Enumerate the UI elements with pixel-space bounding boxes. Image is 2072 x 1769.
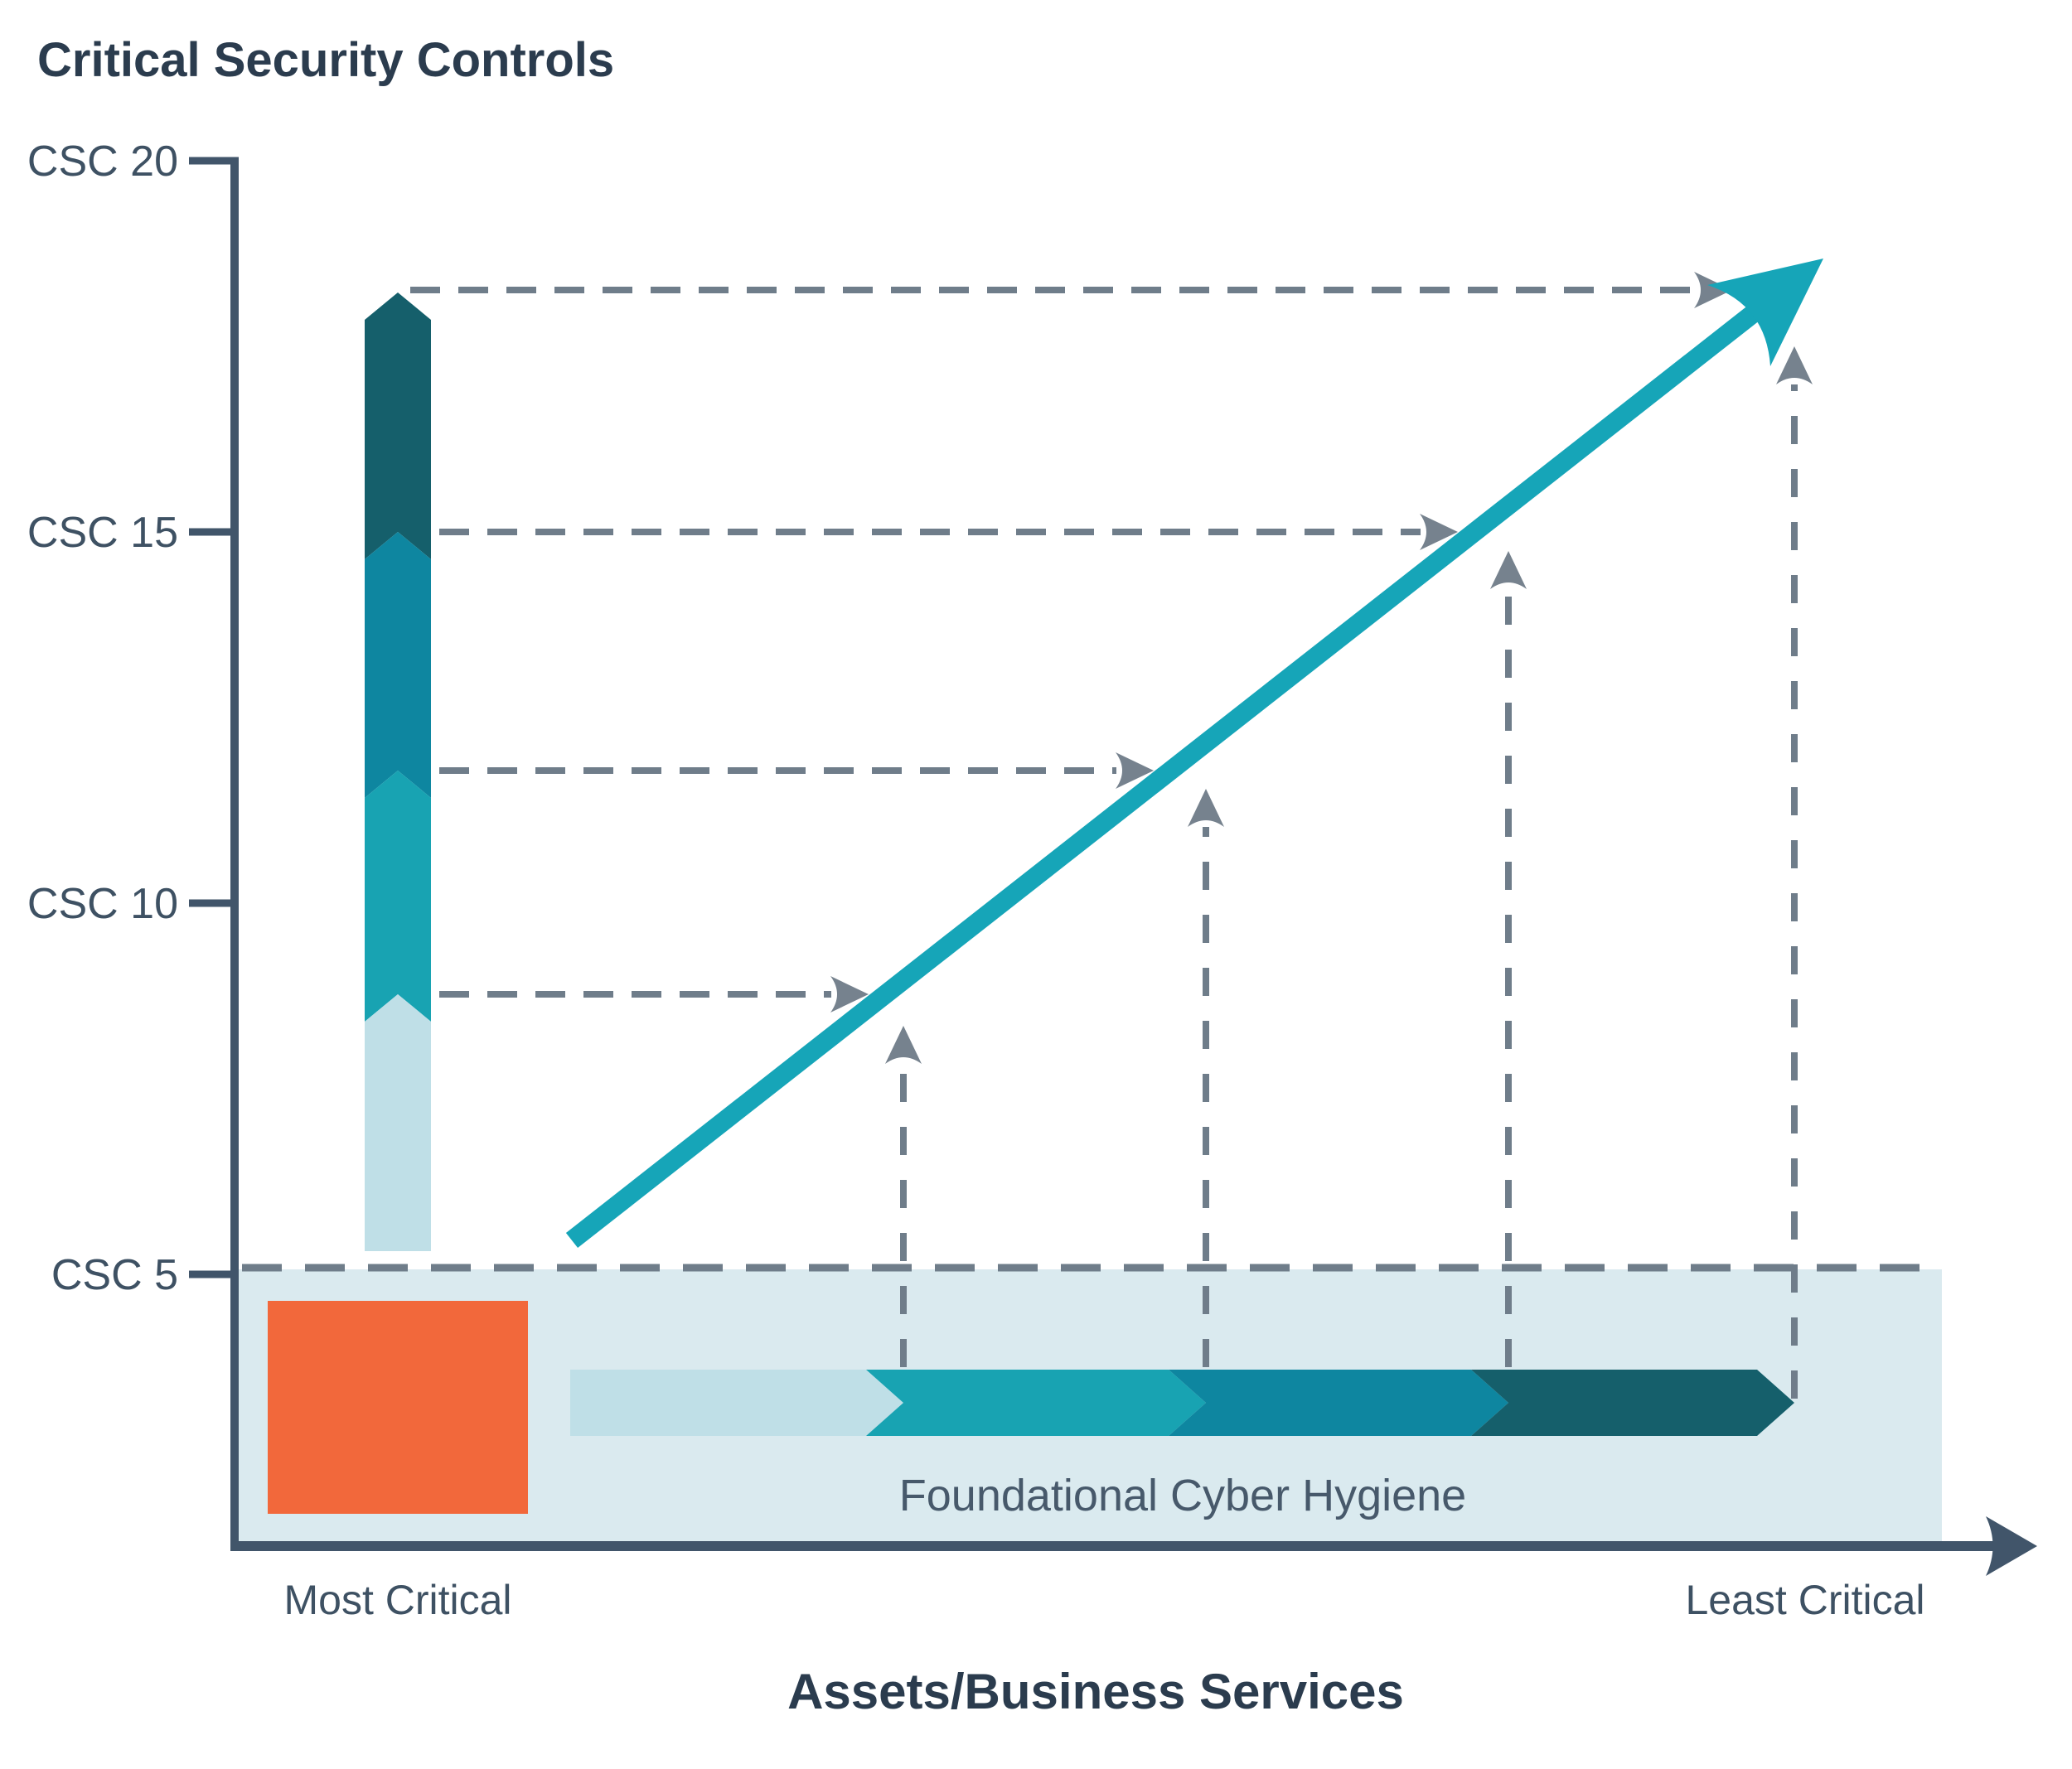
horizontal-hygiene-bar xyxy=(570,1370,1794,1436)
right-arrowhead-icon xyxy=(1420,514,1458,550)
horizontal-arrowheads xyxy=(830,272,1732,1013)
up-arrowhead-icon xyxy=(1490,551,1527,589)
h-bar-segment-light xyxy=(570,1370,903,1436)
y-tick-label-csc15: CSC 15 xyxy=(27,509,178,557)
x-axis-right-label: Least Critical xyxy=(1686,1577,1925,1623)
vertical-arrowheads xyxy=(885,346,1813,1064)
h-bar-segment-dark xyxy=(1471,1370,1794,1436)
up-arrowhead-icon xyxy=(1188,789,1224,827)
diagonal-trend-arrow xyxy=(565,259,1823,1249)
up-arrowhead-icon xyxy=(885,1026,922,1064)
h-bar-segment-bright xyxy=(866,1370,1206,1436)
band-label: Foundational Cyber Hygiene xyxy=(899,1471,1466,1520)
diagonal-arrowhead-icon xyxy=(1707,259,1823,366)
right-arrowhead-icon xyxy=(1116,752,1154,789)
page-title: Critical Security Controls xyxy=(37,33,614,87)
x-axis-left-label: Most Critical xyxy=(283,1577,511,1623)
vertical-dashed-arrows xyxy=(900,384,1798,1399)
axes xyxy=(189,157,2037,1576)
right-arrowhead-icon xyxy=(1694,272,1732,308)
right-arrowhead-icon xyxy=(830,976,869,1013)
v-bar-segment-medium xyxy=(365,532,431,798)
x-axis-title: Assets/Business Services xyxy=(787,1664,1404,1719)
y-tick-label-csc20: CSC 20 xyxy=(27,138,178,186)
h-bar-segment-medium xyxy=(1169,1370,1508,1436)
horizontal-dashed-arrows xyxy=(410,287,1695,998)
up-arrowhead-icon xyxy=(1776,346,1813,384)
y-axis-ticks xyxy=(189,157,239,1278)
diagonal-arrow-shaft xyxy=(565,286,1784,1249)
y-tick-label-csc10: CSC 10 xyxy=(27,880,178,928)
vertical-priority-bar xyxy=(365,292,431,1251)
most-critical-block xyxy=(268,1301,528,1514)
v-bar-segment-bright xyxy=(365,771,431,1022)
v-bar-segment-light xyxy=(365,994,431,1251)
x-axis-arrowhead-icon xyxy=(1986,1516,2037,1576)
y-tick-label-csc5: CSC 5 xyxy=(51,1251,178,1299)
v-bar-segment-dark xyxy=(365,292,431,559)
